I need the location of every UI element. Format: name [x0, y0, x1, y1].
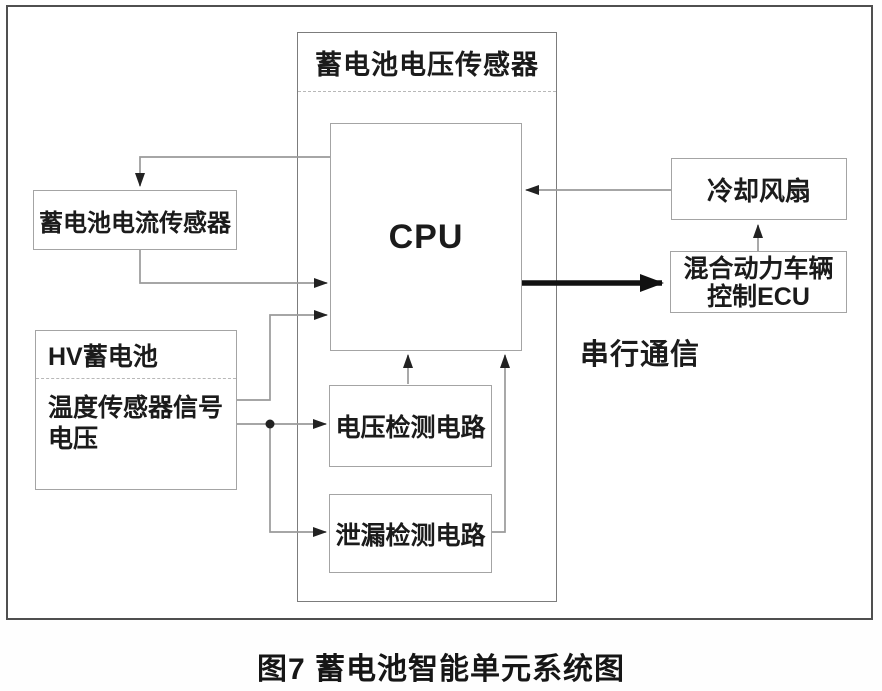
temperature-signal-line2: 电压 — [48, 425, 99, 453]
figure-caption: 图7 蓄电池智能单元系统图 — [256, 653, 626, 686]
cooling-fan-box: 冷却风扇 — [671, 158, 847, 220]
hv-battery-title: HV蓄电池 — [36, 331, 236, 379]
temperature-signal-label: 温度传感器信号 电压 — [36, 379, 236, 455]
hybrid-ecu-line1: 混合动力车辆 — [683, 255, 834, 283]
battery-current-sensor-box: 蓄电池电流传感器 — [33, 190, 237, 250]
hv-battery-box: HV蓄电池 温度传感器信号 电压 — [35, 330, 237, 490]
battery-voltage-sensor-title: 蓄电池电压传感器 — [298, 33, 556, 92]
voltage-detection-circuit-box: 电压检测电路 — [329, 385, 492, 467]
temperature-signal-line1: 温度传感器信号 — [48, 394, 224, 422]
cpu-box: CPU — [330, 123, 522, 351]
hybrid-ecu-line2: 控制ECU — [707, 283, 810, 311]
leak-detection-circuit-box: 泄漏检测电路 — [329, 494, 492, 573]
serial-communication-label: 串行通信 — [579, 339, 700, 371]
hybrid-vehicle-control-ecu-box: 混合动力车辆 控制ECU — [670, 251, 847, 313]
